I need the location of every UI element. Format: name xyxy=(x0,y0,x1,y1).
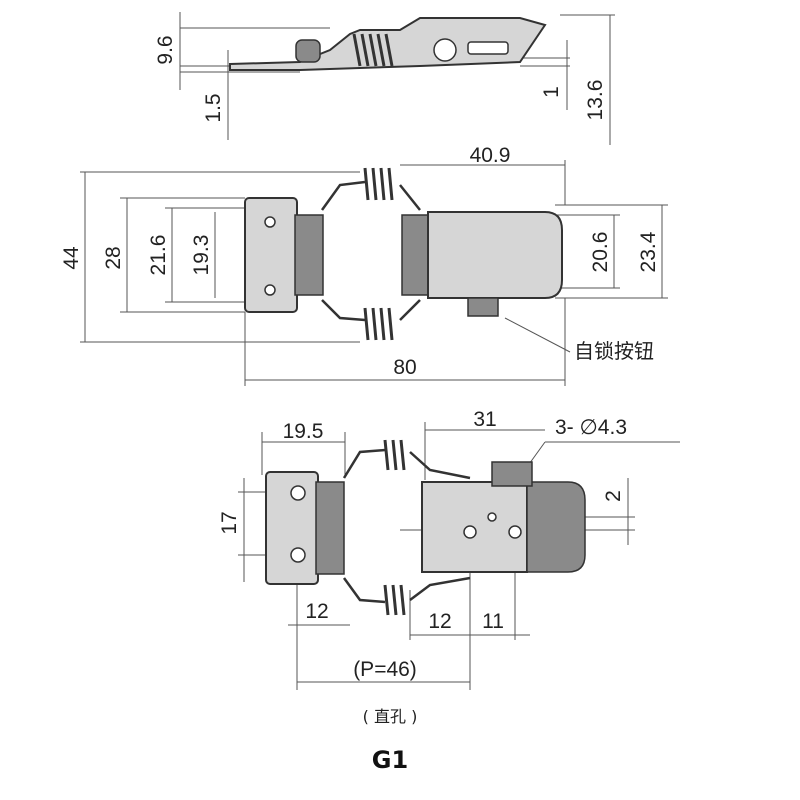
side-rivet xyxy=(433,38,457,62)
dim-17: 17 xyxy=(218,511,241,534)
dim-21-6: 21.6 xyxy=(147,235,170,276)
mount-wire-bail xyxy=(342,448,471,604)
side-hinge xyxy=(295,39,321,63)
lock-button-callout: 自锁按钮 xyxy=(574,339,654,363)
dim-40-9: 40.9 xyxy=(470,144,511,167)
dim-hole-spec: 3- ∅4.3 xyxy=(555,416,627,439)
top-view: 40.9 44 28 21.6 19.3 20.6 23.4 80 自锁按钮 xyxy=(60,144,668,386)
top-plate-hole xyxy=(264,216,276,228)
dim-11: 11 xyxy=(482,610,504,633)
mount-latch-hook xyxy=(526,481,586,573)
model-label: G1 xyxy=(372,746,408,774)
mount-hole-catch-a xyxy=(463,525,477,539)
top-plate-hole xyxy=(264,284,276,296)
dim-20-6: 20.6 xyxy=(589,232,612,273)
mount-hole-catch-c xyxy=(487,512,497,522)
top-hinge-block xyxy=(294,214,324,296)
top-lock-button xyxy=(467,297,499,317)
mount-hinge-block xyxy=(315,481,345,575)
mount-hole-lower xyxy=(290,547,306,563)
dim-19-5: 19.5 xyxy=(283,420,324,443)
dim-19-3: 19.3 xyxy=(190,235,213,276)
dim-23-4: 23.4 xyxy=(637,231,660,272)
mount-spring-lower xyxy=(383,584,406,616)
dim-28: 28 xyxy=(102,246,125,269)
mount-view: 19.5 31 3- ∅4.3 17 2 12 12 11 (P=46) ( 直… xyxy=(218,408,680,726)
top-wire-bail xyxy=(320,180,421,322)
mount-lock-button xyxy=(491,461,533,487)
dim-44: 44 xyxy=(60,246,83,270)
dim-1-5: 1.5 xyxy=(202,93,225,122)
mount-hole-catch-b xyxy=(508,525,522,539)
side-slot xyxy=(467,41,509,55)
dim-pitch: (P=46) xyxy=(353,658,417,681)
mount-spring-upper xyxy=(383,439,406,471)
top-spring-upper xyxy=(363,167,394,201)
dim-9-6: 9.6 xyxy=(154,35,177,64)
dim-80: 80 xyxy=(393,356,416,379)
mount-hole-upper xyxy=(290,485,306,501)
dim-12-right: 12 xyxy=(428,610,451,633)
top-pivot xyxy=(401,214,429,296)
top-spring-lower xyxy=(363,307,394,341)
dim-2: 2 xyxy=(602,490,625,502)
side-view: 9.6 1.5 1 13.6 xyxy=(154,12,615,145)
top-latch-lever xyxy=(427,211,563,299)
side-spring xyxy=(352,33,394,67)
dim-13-6: 13.6 xyxy=(584,80,607,121)
dim-1: 1 xyxy=(540,86,563,98)
dim-31: 31 xyxy=(473,408,496,431)
hole-type-note: ( 直孔 ) xyxy=(363,707,418,726)
dim-12-left: 12 xyxy=(305,600,328,623)
